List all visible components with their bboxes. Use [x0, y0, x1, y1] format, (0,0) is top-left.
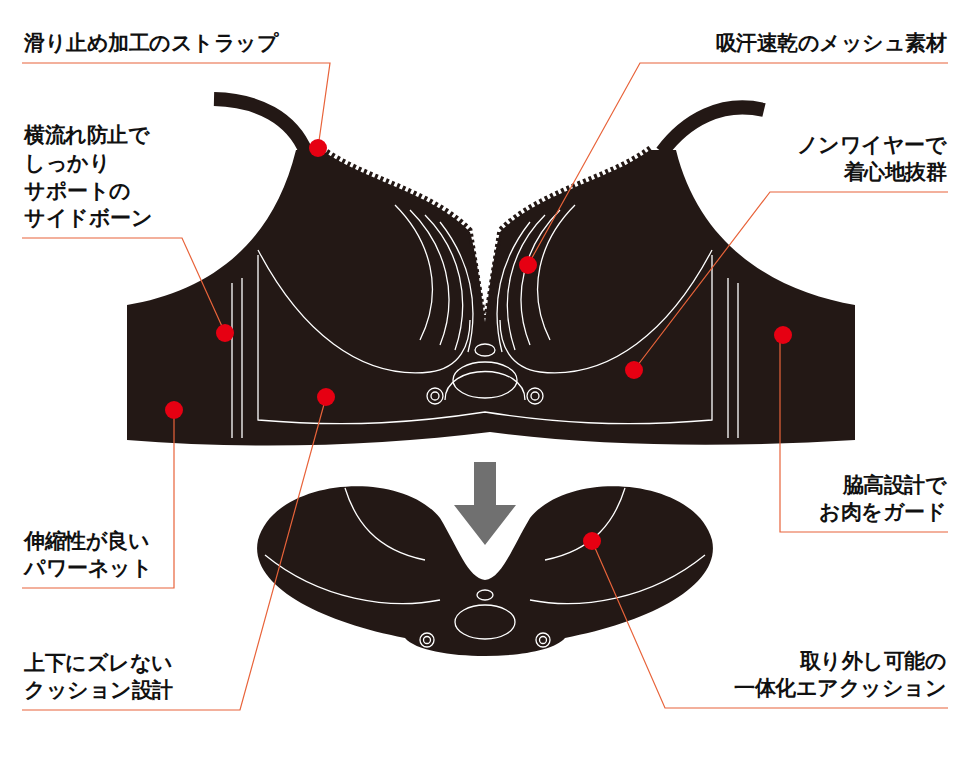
right-strap	[662, 107, 764, 152]
feature-label: 横流れ防止で しっかり サポートの サイドボーン	[24, 122, 152, 233]
air-cushion	[257, 486, 713, 656]
feature-label: 滑り止め加工のストラップ	[24, 30, 278, 58]
feature-label: ノンワイヤーで 着心地抜群	[797, 132, 947, 187]
cup-lines	[232, 205, 738, 438]
leader-lines	[22, 63, 948, 710]
feature-label: 脇高設計で お肉をガード	[819, 472, 946, 527]
cushion-lines	[265, 488, 705, 647]
scallop-edge	[322, 148, 650, 318]
feature-label: 吸汗速乾のメッシュ素材	[716, 30, 947, 58]
feature-label: 取り外し可能の 一体化エアクッション	[734, 648, 946, 703]
callout-dots	[165, 139, 792, 550]
left-strap	[214, 99, 306, 152]
feature-label: 伸縮性が良い パワーネット	[24, 528, 152, 583]
down-arrow	[454, 462, 516, 545]
feature-label: 上下にズレない クッション設計	[24, 650, 173, 705]
